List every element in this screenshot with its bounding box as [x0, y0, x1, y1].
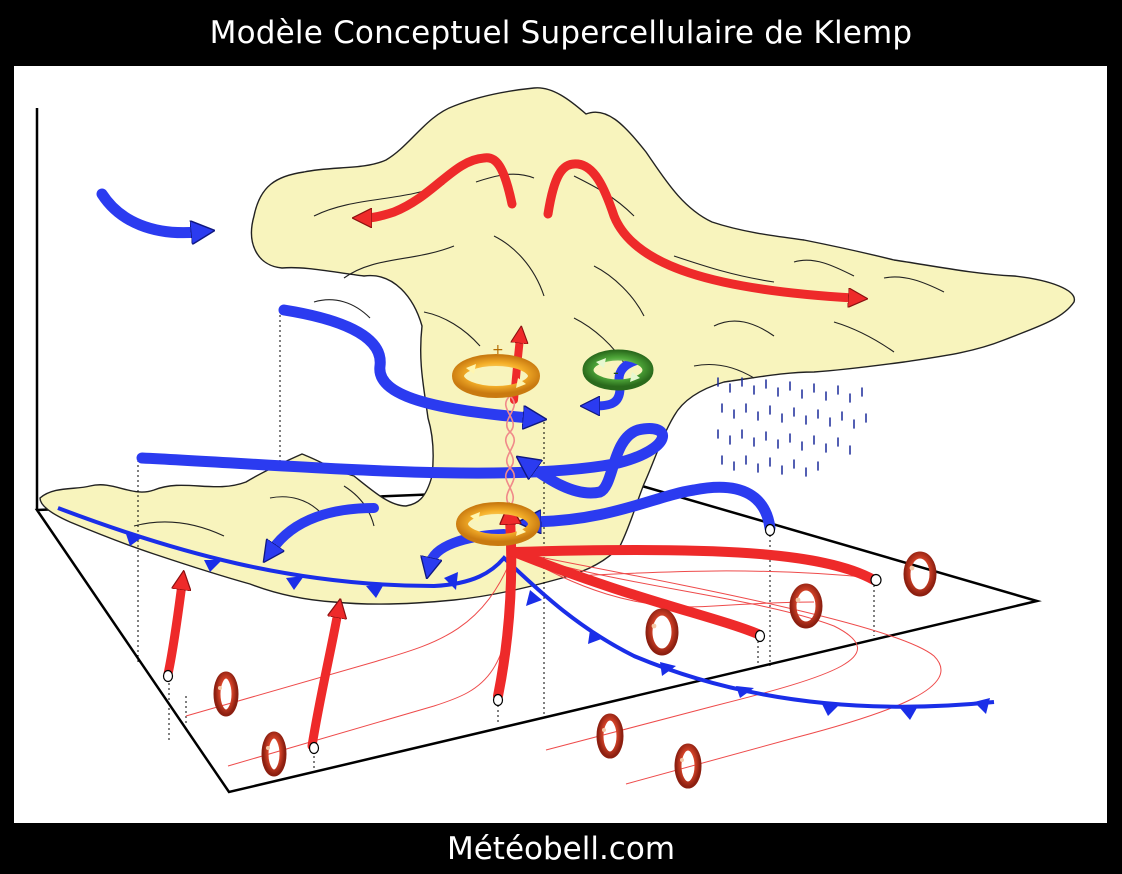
- horizontal-vortex-rings: [213, 551, 937, 789]
- diagram-title: Modèle Conceptuel Supercellulaire de Kle…: [209, 15, 913, 51]
- trajectory-start-markers: [162, 523, 882, 755]
- mesoanticyclone-ring: -: [582, 349, 654, 391]
- mesocyclone-upper-ring: +: [452, 342, 540, 398]
- diagram-panel: + -: [14, 66, 1107, 823]
- vortex-ring-highlights: [218, 565, 915, 762]
- warm-air-flows: [163, 153, 879, 751]
- precipitation-shaft: [717, 377, 867, 477]
- site-credit: Météobell.com: [446, 830, 676, 867]
- inflow-trajectories: [185, 551, 942, 785]
- title-bar: Modèle Conceptuel Supercellulaire de Kle…: [0, 0, 1122, 66]
- mesocyclone-lower-ring: [456, 502, 540, 546]
- mesoanticyclone-sign: -: [613, 363, 619, 382]
- mesocyclone-upper-sign: +: [492, 342, 504, 358]
- cold-air-flows: [96, 188, 776, 564]
- footer-bar: Météobell.com: [0, 823, 1122, 874]
- supercell-cloud: [39, 87, 1075, 605]
- updraft-helix: [504, 395, 516, 507]
- supercell-diagram: + -: [34, 87, 1075, 794]
